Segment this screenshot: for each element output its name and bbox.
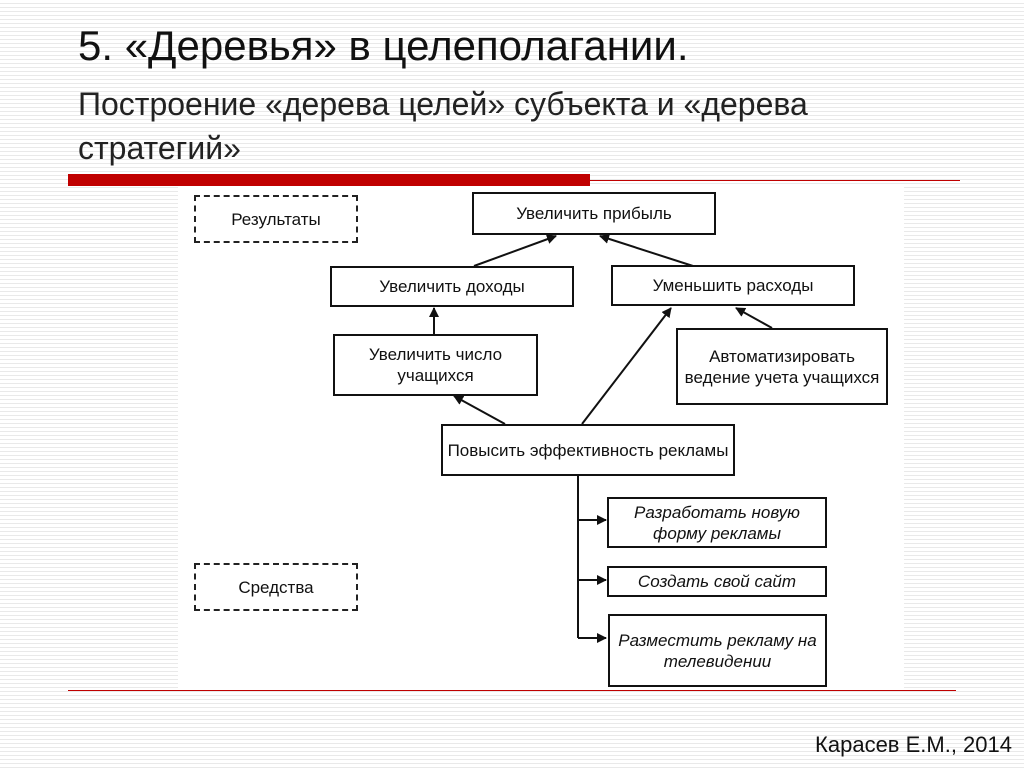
results-label: Результаты xyxy=(194,195,358,243)
title-underline-line xyxy=(590,180,960,181)
arrow-ads-to-students xyxy=(453,395,506,425)
arrow-expenses-to-profit xyxy=(599,234,694,267)
slide-title: 5. «Деревья» в целеполагании. xyxy=(78,22,689,69)
bottom-divider xyxy=(68,690,956,691)
node-new-ad-form: Разработать новую форму рекламы xyxy=(607,497,827,548)
slide-subtitle: Построение «дерева целей» субъекта и «де… xyxy=(78,86,808,166)
node-tv-ads: Разместить рекламу на телевидении xyxy=(608,614,827,687)
title-underline-accent xyxy=(68,174,590,186)
node-increase-profit: Увеличить прибыль xyxy=(472,192,716,235)
node-improve-ads: Повысить эффективность рекламы xyxy=(441,424,735,476)
node-automate-records: Автоматизировать ведение учета учащихся xyxy=(676,328,888,405)
node-increase-students: Увеличить число учащихся xyxy=(333,334,538,396)
node-reduce-expenses: Уменьшить расходы xyxy=(611,265,855,306)
arrow-ads-to-expenses xyxy=(581,307,672,425)
author-credit: Карасев Е.М., 2014 xyxy=(815,732,1012,757)
arrow-income-to-profit xyxy=(473,234,557,267)
node-increase-income: Увеличить доходы xyxy=(330,266,574,307)
arrow-automate-to-expenses xyxy=(735,307,773,329)
means-label: Средства xyxy=(194,563,358,611)
node-create-site: Создать свой сайт xyxy=(607,566,827,597)
